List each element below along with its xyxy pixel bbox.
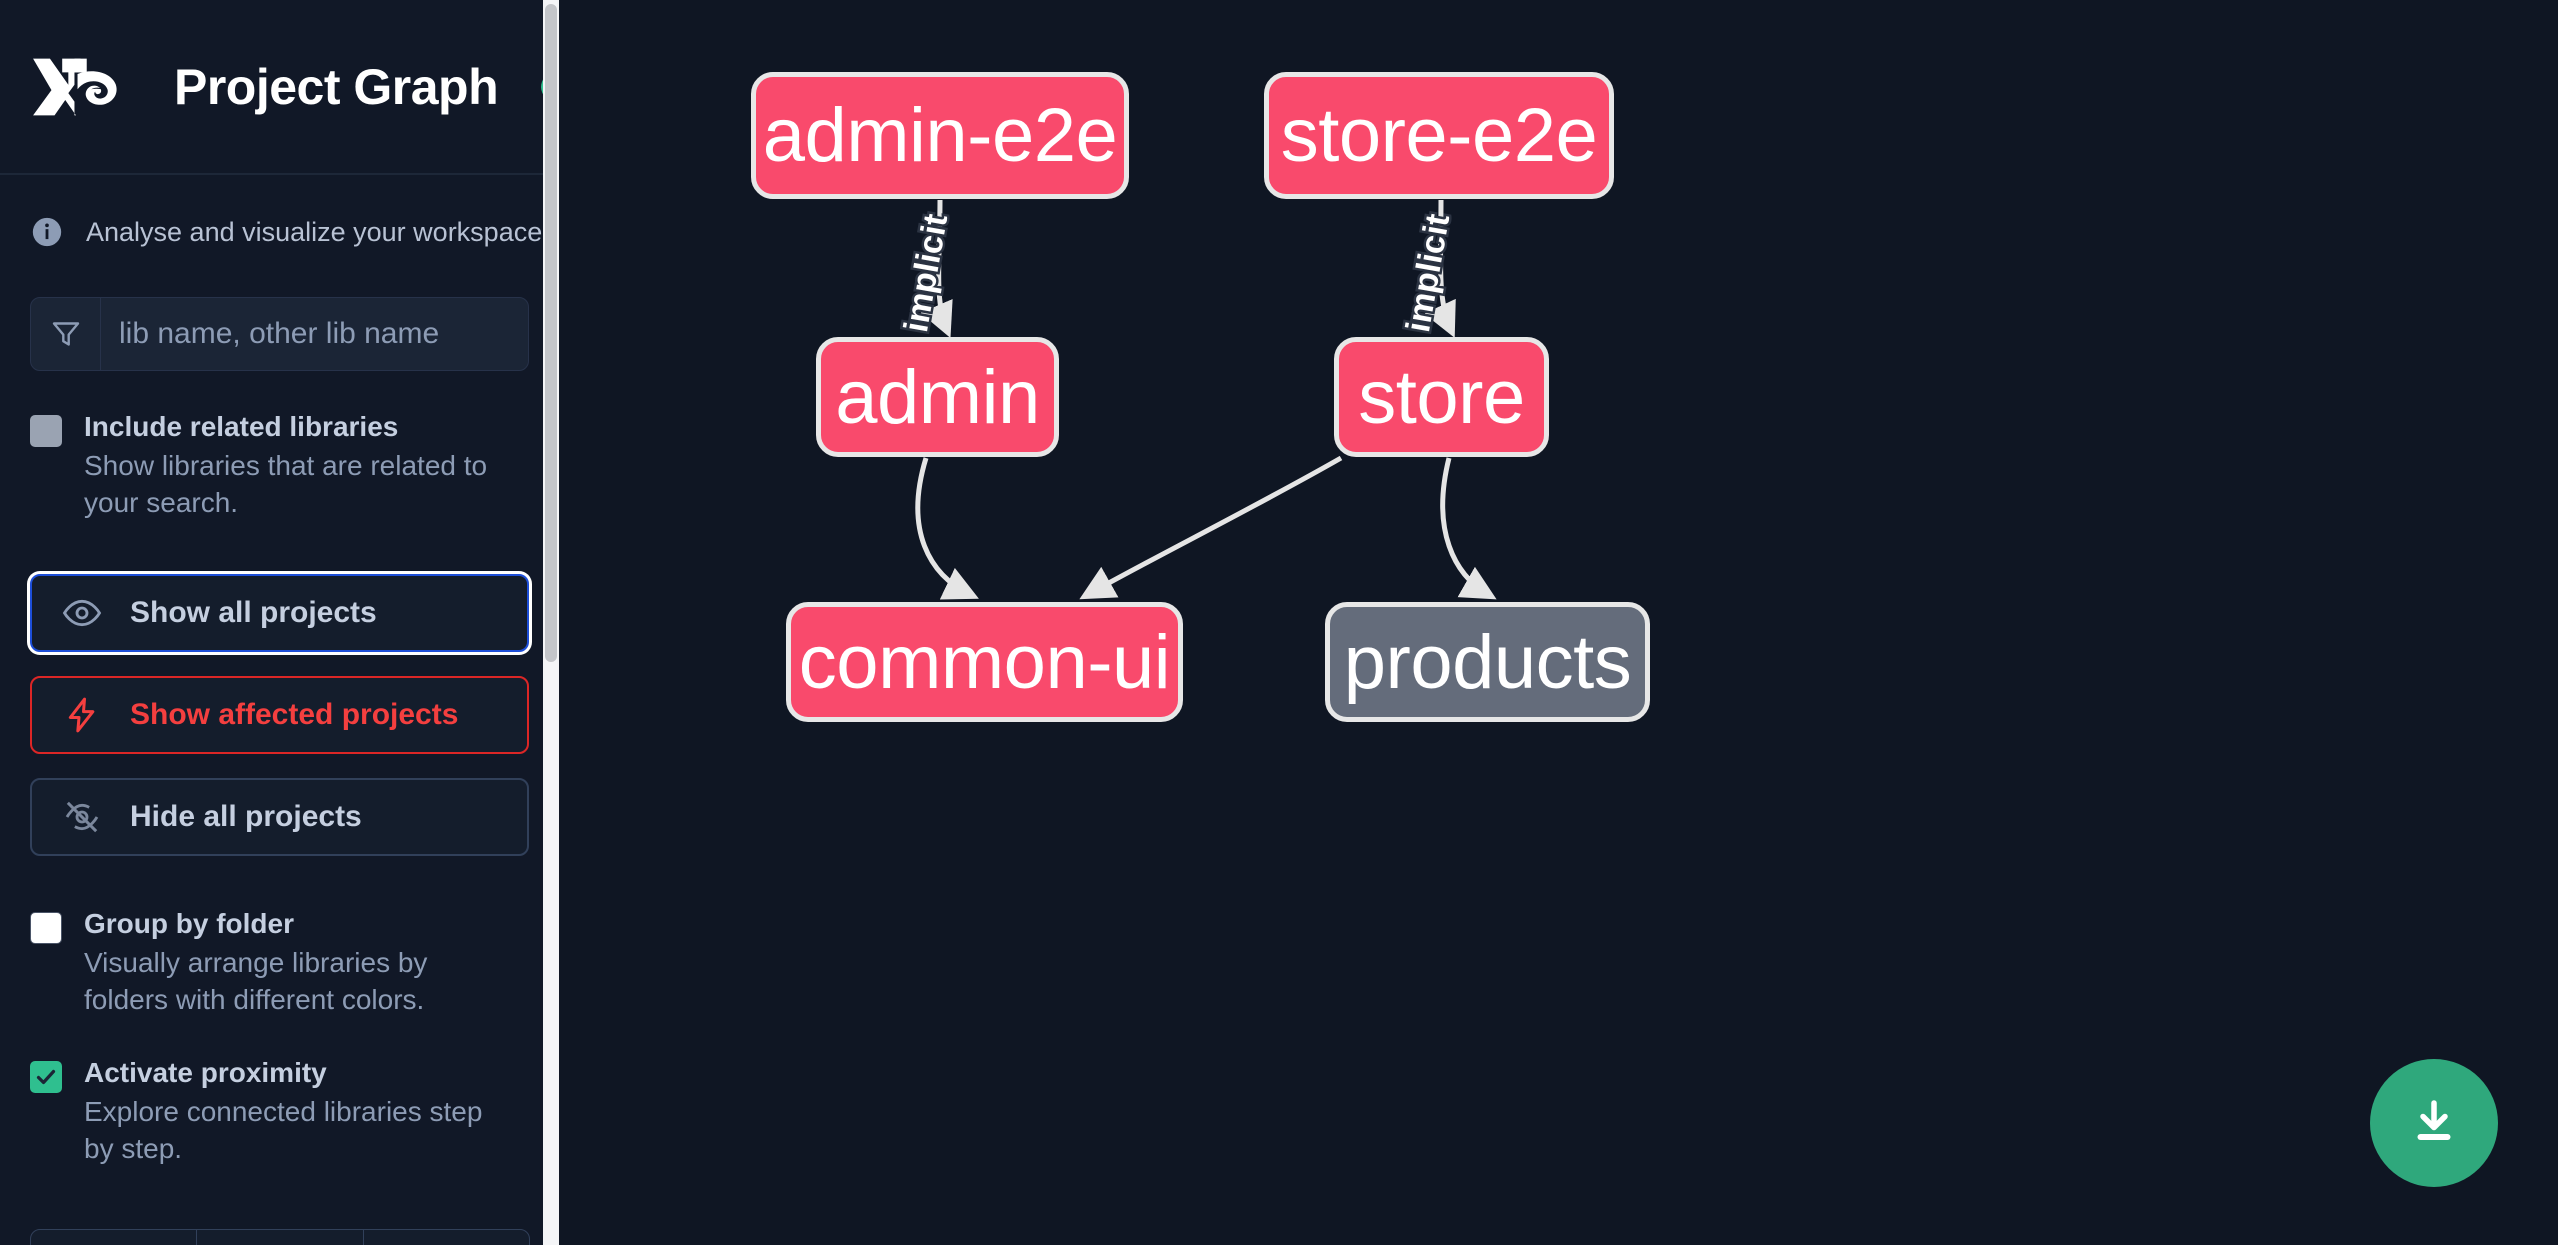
search-input[interactable] (101, 298, 528, 370)
download-image-button[interactable] (2370, 1059, 2498, 1187)
proximity-segment-3[interactable] (364, 1230, 529, 1245)
checkbox-row-group-by-folder[interactable]: Group by folder Visually arrange librari… (0, 906, 559, 1019)
checkbox-row-include-related-libraries[interactable]: Include related libraries Show libraries… (0, 409, 559, 522)
graph-node-label: products (1343, 619, 1632, 705)
nx-logo-icon (33, 58, 117, 115)
show-all-projects-button[interactable]: Show all projects (30, 573, 529, 652)
group-by-folder-checkbox[interactable] (30, 911, 62, 944)
sidebar-header: Project Graph (0, 0, 559, 175)
graph-node-label: admin (835, 354, 1040, 440)
proximity-segment-2[interactable] (197, 1230, 364, 1245)
graph-node-label: common-ui (798, 619, 1171, 705)
sidebar-scrollbar-track[interactable] (543, 0, 559, 1245)
graph-node-label: admin-e2e (762, 93, 1118, 178)
graph-edges-layer: implicit implicit (895, 199, 1497, 600)
project-visibility-buttons: Show all projects Show affected projects… (30, 573, 529, 856)
workspace-info: Analyse and visualize your workspace. (0, 175, 559, 249)
info-circle-icon (32, 217, 62, 247)
hide-all-projects-label: Hide all projects (130, 799, 362, 833)
activate-proximity-description: Explore connected libraries step by step… (84, 1095, 483, 1164)
edge-store-products (1440, 457, 1497, 600)
group-by-folder-label: Group by folder (84, 907, 294, 939)
edge-admin-e2e-admin (920, 199, 953, 339)
group-by-folder-texts: Group by folder Visually arrange librari… (84, 906, 504, 1019)
funnel-filter-icon-glyph (52, 322, 79, 346)
include-related-libraries-description: Show libraries that are related to your … (84, 450, 488, 518)
proximity-segmented-control[interactable] (30, 1229, 530, 1245)
edge-store-common-ui (1079, 455, 1343, 600)
show-affected-projects-label: Show affected projects (130, 697, 459, 731)
graph-node-common-ui[interactable]: common-ui (786, 602, 1183, 722)
lightning-bolt-icon (68, 697, 95, 733)
checkmark-icon (36, 1069, 56, 1084)
eye-off-icon (65, 801, 99, 833)
group-by-folder-description: Visually arrange libraries by folders wi… (84, 946, 428, 1015)
graph-canvas[interactable]: implicit implicit admin-e2e store-e2e admi… (559, 0, 2558, 1245)
activate-proximity-label: Activate proximity (84, 1056, 327, 1088)
workspace-info-text: Analyse and visualize your workspace. (86, 216, 550, 247)
include-related-libraries-checkbox[interactable] (30, 415, 62, 447)
sidebar-scrollbar-thumb[interactable] (545, 4, 557, 662)
sidebar: Project Graph Analyse and visualize your… (0, 0, 559, 1245)
checkbox-row-activate-proximity[interactable]: Activate proximity Explore connected lib… (0, 1055, 559, 1168)
graph-node-label: store-e2e (1280, 93, 1598, 178)
eye-icon (62, 599, 102, 626)
download-icon (2417, 1100, 2451, 1140)
graph-node-store-e2e[interactable]: store-e2e (1264, 72, 1614, 199)
filter-input-wrapper[interactable] (30, 297, 529, 371)
edge-store-e2e-store (1424, 199, 1456, 338)
show-affected-projects-button[interactable]: Show affected projects (30, 675, 529, 754)
hide-all-projects-button[interactable]: Hide all projects (30, 777, 529, 856)
graph-node-label: store (1358, 354, 1525, 440)
proximity-segment-1[interactable] (31, 1230, 198, 1245)
edge-label-admin-implicit-text: implicit (897, 211, 955, 335)
activate-proximity-texts: Activate proximity Explore connected lib… (84, 1055, 504, 1168)
graph-node-store[interactable]: store (1334, 337, 1549, 457)
graph-node-admin-e2e[interactable]: admin-e2e (751, 72, 1129, 199)
edge-label-admin-implicit: implicit (895, 209, 958, 338)
include-related-libraries-label: Include related libraries (84, 411, 399, 442)
graph-node-products[interactable]: products (1325, 602, 1650, 722)
activate-proximity-checkbox[interactable] (30, 1060, 62, 1093)
graph-node-admin[interactable]: admin (816, 337, 1059, 457)
show-all-projects-label: Show all projects (130, 595, 377, 629)
funnel-filter-icon (31, 298, 101, 370)
edge-admin-common-ui (915, 457, 979, 600)
page-title: Project Graph (174, 58, 499, 115)
include-related-libraries-texts: Include related libraries Show libraries… (84, 409, 504, 522)
